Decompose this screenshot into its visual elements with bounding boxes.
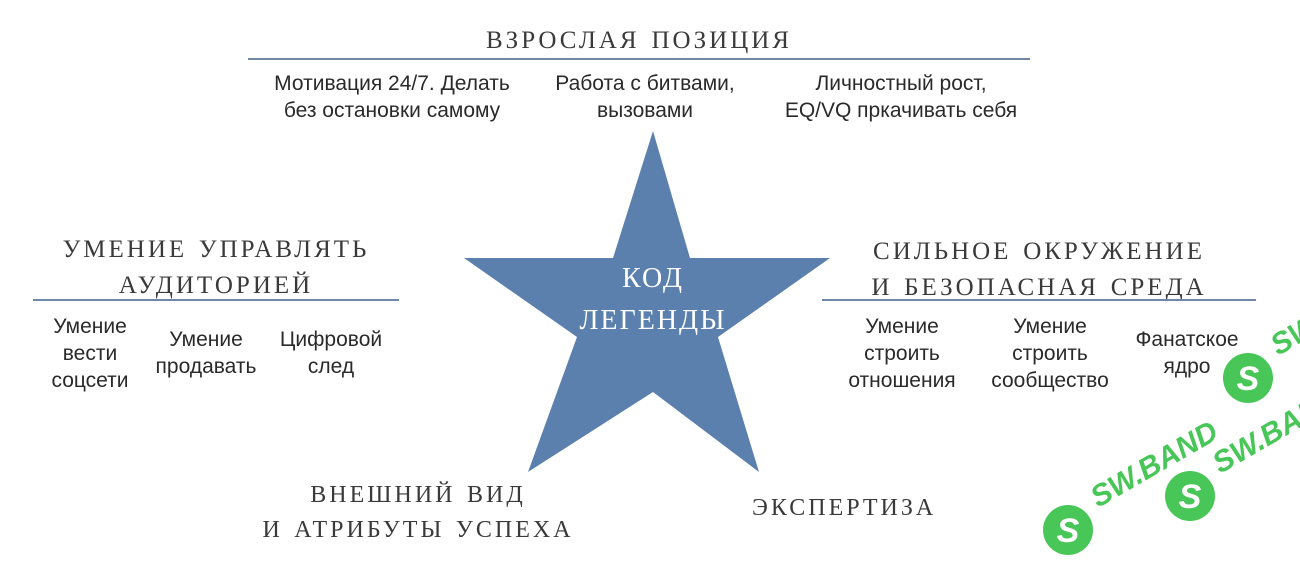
right-item-relations-line3: отношения [848,369,956,392]
left-item-digital-line2: след [307,355,355,378]
bottom-left-title-line1: Внешний вид [310,473,526,510]
top-item-battles-line2: вызовами [596,99,694,122]
left-item-sell-line1: Умение [169,328,243,351]
right-rule [822,299,1256,301]
top-title: Взрослая позиция [486,16,792,56]
left-item-sell-line2: продавать [155,355,257,378]
right-item-community: Умение строить сообщество [974,313,1126,394]
right-item-community-line2: строить [1012,342,1088,365]
right-item-relations: Умение строить отношения [834,313,970,394]
bottom-left-title-line2: и атрибуты успеха [262,508,574,545]
star-polygon [464,131,830,472]
top-item-growth-line2: EQ/VQ пркачивать себя [784,99,1018,122]
right-item-community-line3: сообщество [991,369,1109,392]
left-title: Умение управлять аудиторией [33,228,399,300]
top-item-motivation: Мотивация 24/7. Делать без остановки сам… [252,70,532,124]
top-rule [248,58,1030,60]
top-item-growth: Личностный рост, EQ/VQ пркачивать себя [756,70,1046,124]
left-item-social-line1: Умение [53,315,127,338]
left-item-sell: Умение продавать [146,326,266,380]
right-title: Сильное окружение и безопасная среда [822,230,1256,302]
right-item-relations-line2: строить [864,342,940,365]
left-item-digital-line1: Цифровой [279,328,383,351]
right-title-line2: и безопасная среда [871,264,1207,303]
left-rule [33,299,399,301]
center-label: Код легенды [553,253,753,337]
top-item-motivation-line1: Мотивация 24/7. Делать [274,72,510,95]
bottom-left-title: Внешний вид и атрибуты успеха [228,474,608,544]
right-title-line1: Сильное окружение [873,228,1205,267]
left-item-digital: Цифровой след [270,326,392,380]
top-item-battles: Работа с битвами, вызовами [532,70,758,124]
left-title-line2: аудиторией [118,262,314,301]
bottom-right-title: Экспертиза [752,486,937,523]
left-item-social: Умение вести соцсети [32,313,148,394]
top-item-motivation-line2: без остановки самому [283,99,501,122]
left-item-social-line2: вести [62,342,118,365]
top-item-battles-line1: Работа с битвами, [555,72,735,95]
right-item-fans-line1: Фанатское [1135,328,1239,351]
right-item-community-line1: Умение [1013,315,1087,338]
center-label-line1: Код [622,251,684,296]
right-item-fans-line2: ядро [1163,355,1211,378]
center-label-line2: легенды [579,293,727,338]
left-item-social-line3: соцсети [51,369,129,392]
right-item-relations-line1: Умение [865,315,939,338]
top-item-growth-line1: Личностный рост, [815,72,987,95]
right-item-fans: Фанатское ядро [1124,326,1250,380]
left-title-line1: Умение управлять [62,226,370,265]
